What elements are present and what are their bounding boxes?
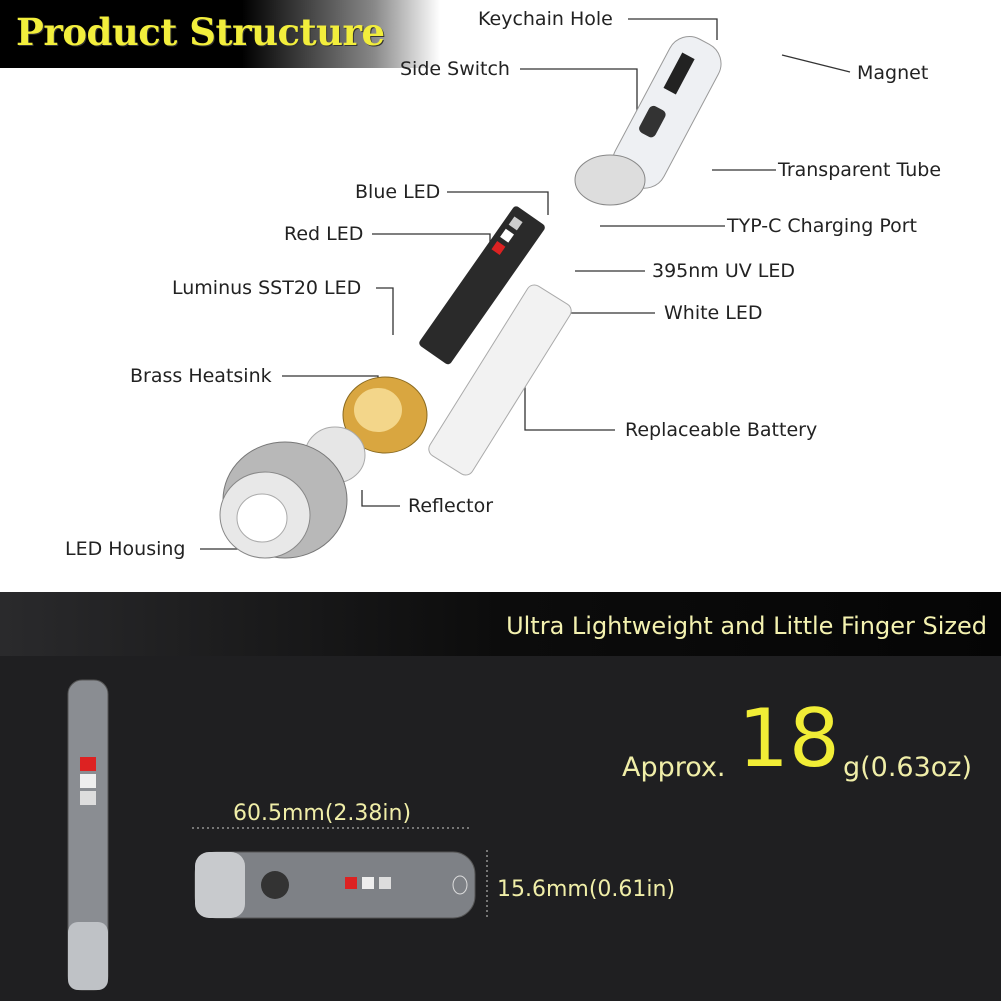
size-weight-section: Ultra Lightweight and Little Finger Size… <box>0 592 1001 1001</box>
exploded-diagram <box>200 18 851 559</box>
label-charging-port: TYP-C Charging Port <box>727 215 917 237</box>
product-structure-section: Product Structure Keychain Hole Side Swi… <box>0 0 942 560</box>
label-led-housing: LED Housing <box>65 538 186 560</box>
weight-value: 18 <box>738 692 840 785</box>
tagline: Ultra Lightweight and Little Finger Size… <box>506 612 987 640</box>
flashlight-horizontal <box>194 851 476 919</box>
label-side-switch: Side Switch <box>400 58 510 80</box>
length-label: 60.5mm(2.38in) <box>233 801 412 826</box>
transparent-tube <box>612 36 722 189</box>
flashlight-vertical <box>67 679 109 991</box>
tagline-band: Ultra Lightweight and Little Finger Size… <box>0 592 1001 656</box>
label-sst20-led: Luminus SST20 LED <box>172 277 362 299</box>
label-white-led: White LED <box>664 302 763 324</box>
title-banner: Product Structure <box>0 0 440 68</box>
weight-prefix: Approx. <box>622 752 726 783</box>
label-uv-led: 395nm UV LED <box>652 260 796 282</box>
label-red-led: Red LED <box>284 223 364 245</box>
label-transparent-tube: Transparent Tube <box>778 159 942 181</box>
label-magnet: Magnet <box>857 62 929 84</box>
weight-unit: g(0.63oz) <box>843 752 973 783</box>
label-reflector: Reflector <box>408 495 494 517</box>
battery <box>428 284 572 476</box>
circuit-board <box>419 206 545 365</box>
label-battery: Replaceable Battery <box>625 419 818 441</box>
tube-lens <box>574 154 646 206</box>
flashlight-images <box>67 679 488 991</box>
diameter-label: 15.6mm(0.61in) <box>497 877 676 902</box>
led-housing <box>219 441 348 559</box>
label-keychain-hole: Keychain Hole <box>478 8 613 30</box>
label-blue-led: Blue LED <box>355 181 441 203</box>
page-title: Product Structure <box>16 10 385 54</box>
label-brass-heatsink: Brass Heatsink <box>130 365 272 387</box>
